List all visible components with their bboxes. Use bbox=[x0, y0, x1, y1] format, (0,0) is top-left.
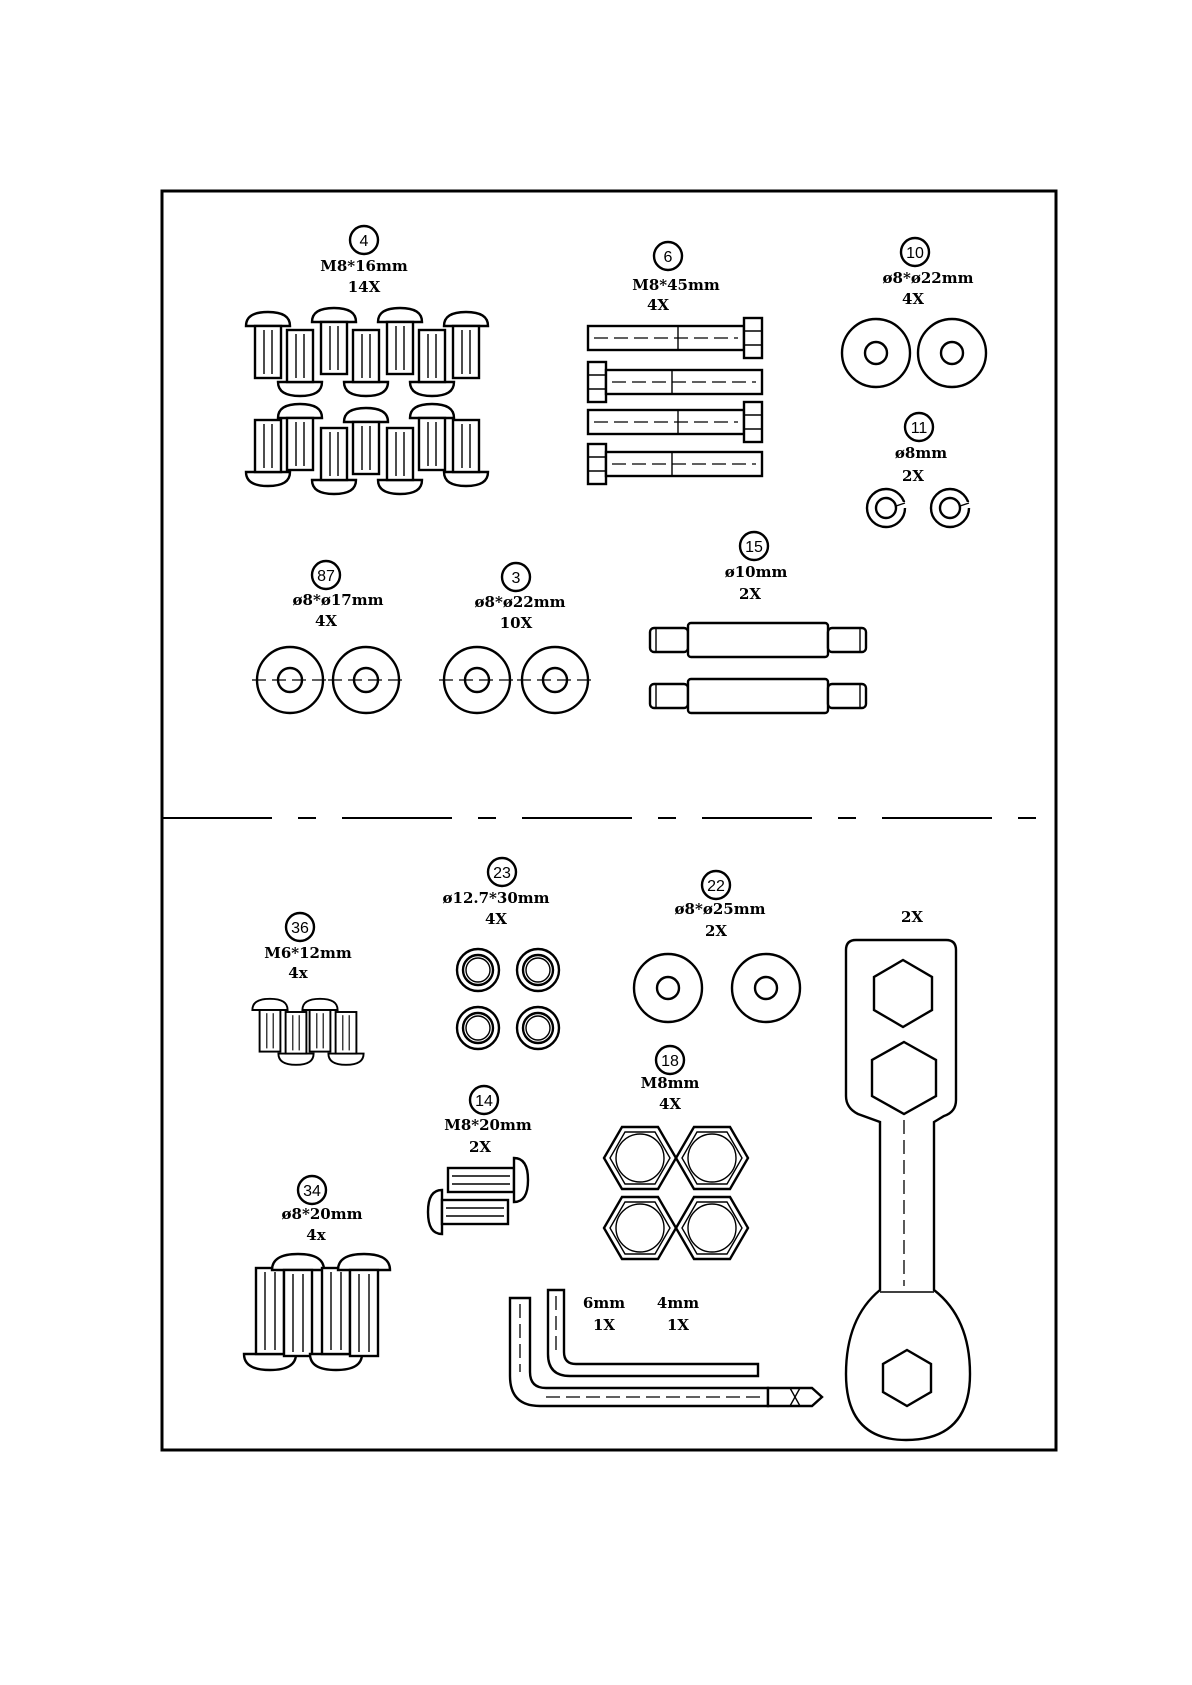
part-10: 10 ø8*ø22mm 4X bbox=[842, 238, 986, 387]
part-qty: 4X bbox=[315, 612, 337, 630]
part-23: 23 ø12.7*30mm 4X bbox=[443, 858, 560, 1049]
part-qty: 4x bbox=[306, 1226, 326, 1244]
part-number: 10 bbox=[906, 245, 924, 262]
part-spec: M8mm bbox=[641, 1074, 700, 1092]
wrench: 2X bbox=[846, 908, 970, 1440]
part-qty: 14X bbox=[348, 278, 381, 296]
part-qty: 4X bbox=[659, 1095, 681, 1113]
part-spec: ø8*20mm bbox=[282, 1205, 363, 1223]
part-qty: 4X bbox=[485, 910, 507, 928]
button-head-bolt-icon bbox=[252, 999, 363, 1065]
part-number: 36 bbox=[291, 920, 309, 937]
part-number: 14 bbox=[475, 1093, 493, 1110]
wrench-qty: 2X bbox=[901, 908, 923, 926]
hex-nut-icon bbox=[604, 1127, 748, 1259]
allen-6-qty: 1X bbox=[593, 1316, 615, 1334]
part-spec: M8*16mm bbox=[320, 257, 408, 275]
part-number: 34 bbox=[303, 1183, 321, 1200]
screwdriver-bit-icon bbox=[768, 1388, 822, 1406]
part-number: 87 bbox=[317, 568, 335, 585]
part-qty: 4X bbox=[647, 296, 669, 314]
part-3: 3 ø8*ø22mm 10X bbox=[439, 563, 593, 713]
allen-4-qty: 1X bbox=[667, 1316, 689, 1334]
part-spec: ø10mm bbox=[725, 563, 788, 581]
part-spec: ø12.7*30mm bbox=[443, 889, 550, 907]
part-number: 6 bbox=[664, 249, 673, 266]
curved-washer-icon bbox=[439, 647, 593, 713]
part-4: 4 M8*16mm 14X bbox=[246, 226, 488, 494]
part-qty: 2X bbox=[902, 467, 924, 485]
part-spec: ø8*ø25mm bbox=[675, 900, 766, 918]
flat-washer-icon bbox=[842, 319, 986, 387]
box-wrench-icon bbox=[846, 940, 970, 1440]
part-number: 15 bbox=[745, 539, 763, 556]
part-number: 3 bbox=[512, 570, 521, 587]
hex-bolt-icon bbox=[588, 318, 762, 484]
part-qty: 2X bbox=[469, 1138, 491, 1156]
bushing-icon bbox=[457, 949, 559, 1049]
part-spec: ø8mm bbox=[895, 444, 947, 462]
part-spec: ø8*ø17mm bbox=[293, 591, 384, 609]
allen-4-size: 4mm bbox=[657, 1294, 699, 1312]
button-head-bolt-icon bbox=[246, 308, 488, 494]
allen-keys: 6mm 1X 4mm 1X bbox=[510, 1290, 822, 1406]
allen-key-4mm-icon bbox=[548, 1290, 758, 1376]
part-qty: 2X bbox=[705, 922, 727, 940]
button-head-bolt-icon bbox=[244, 1254, 390, 1370]
part-number: 22 bbox=[707, 878, 725, 895]
part-87: 87 ø8*ø17mm 4X bbox=[252, 561, 404, 713]
part-qty: 4x bbox=[288, 964, 308, 982]
part-spec: ø8*ø22mm bbox=[883, 269, 974, 287]
part-number: 4 bbox=[360, 233, 369, 250]
axle-pin-icon bbox=[650, 623, 866, 713]
allen-6-size: 6mm bbox=[583, 1294, 625, 1312]
part-6: 6 M8*45mm 4X bbox=[588, 242, 762, 484]
button-head-bolt-icon bbox=[428, 1158, 528, 1234]
part-number: 23 bbox=[493, 865, 511, 882]
part-number: 18 bbox=[661, 1053, 679, 1070]
part-34: 34 ø8*20mm 4x bbox=[244, 1176, 390, 1370]
flat-washer-icon bbox=[634, 954, 800, 1022]
spring-washer-icon bbox=[867, 489, 972, 527]
part-qty: 2X bbox=[739, 585, 761, 603]
part-15: 15 ø10mm 2X bbox=[650, 532, 866, 713]
part-spec: ø8*ø22mm bbox=[475, 593, 566, 611]
part-18: 18 M8mm 4X bbox=[604, 1046, 748, 1259]
part-spec: M8*20mm bbox=[444, 1116, 532, 1134]
part-qty: 4X bbox=[902, 290, 924, 308]
part-qty: 10X bbox=[500, 614, 533, 632]
part-number: 11 bbox=[911, 420, 928, 437]
part-11: 11 ø8mm 2X bbox=[867, 413, 972, 527]
part-36: 36 M6*12mm 4x bbox=[252, 913, 363, 1065]
curved-washer-icon bbox=[252, 647, 404, 713]
part-14: 14 M8*20mm 2X bbox=[428, 1086, 532, 1234]
part-spec: M6*12mm bbox=[264, 944, 352, 962]
part-22: 22 ø8*ø25mm 2X bbox=[634, 871, 800, 1022]
part-spec: M8*45mm bbox=[632, 276, 720, 294]
